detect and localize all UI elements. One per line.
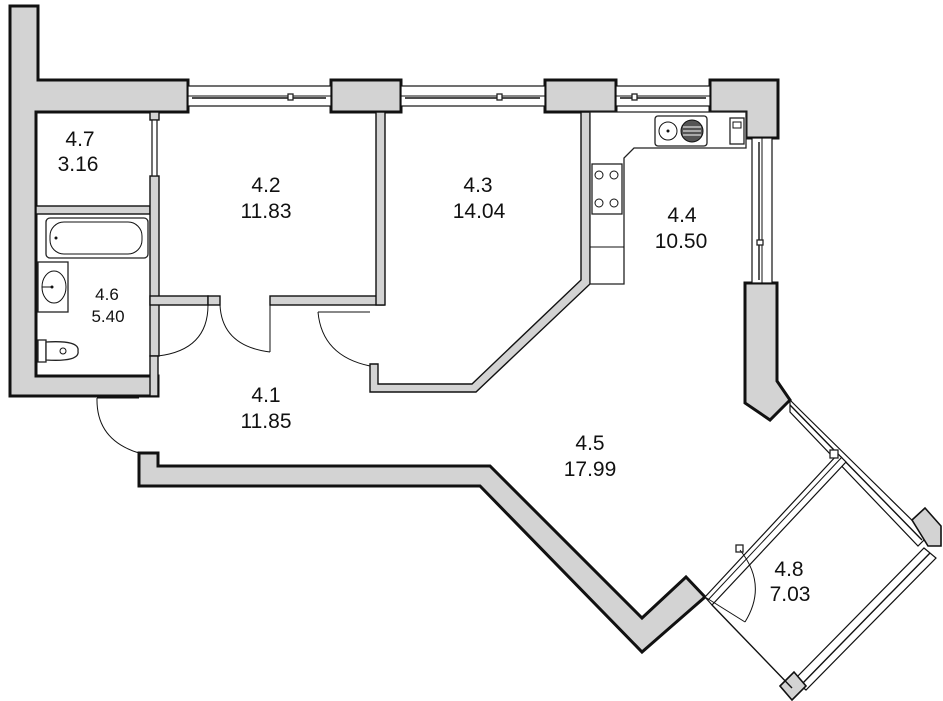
room-number-4-1: 4.1 <box>251 384 280 407</box>
room-label-4-1: 4.1 11.85 <box>241 384 292 433</box>
toilet-icon <box>37 339 79 363</box>
wall-south <box>137 451 708 655</box>
room-label-4-2: 4.2 11.83 <box>241 174 292 223</box>
wall-42-43 <box>375 111 386 306</box>
room-label-4-6: 4.6 5.40 <box>91 285 124 326</box>
stove-icon <box>591 163 623 215</box>
room-number-4-6: 4.6 <box>95 285 119 304</box>
wall-wc-bath <box>35 205 151 215</box>
wall-bedroom-42-bottom-left <box>207 295 221 306</box>
wall-east <box>743 281 792 422</box>
room-area-4-5: 17.99 <box>564 458 617 481</box>
wall-bath-corridor <box>149 355 159 397</box>
window-kitchen-side <box>751 137 773 284</box>
room-number-4-7: 4.7 <box>65 128 94 151</box>
washbasin-icon <box>37 261 69 313</box>
room-label-4-7: 4.7 3.16 <box>58 128 99 176</box>
room-area-4-7: 3.16 <box>58 153 99 176</box>
wall-43-kitchen <box>369 111 591 393</box>
room-label-4-3: 4.3 14.04 <box>453 174 506 223</box>
wall-pillar-top-right <box>543 78 618 114</box>
door-swings <box>96 119 371 454</box>
room-area-4-8: 7.03 <box>770 583 811 606</box>
window-kitchen-top <box>615 85 711 107</box>
room-number-4-2: 4.2 <box>251 174 280 197</box>
kitchen-sink-icon <box>654 115 708 147</box>
room-label-4-5: 4.5 17.99 <box>564 432 617 481</box>
room-area-4-2: 11.83 <box>241 200 292 223</box>
room-area-4-3: 14.04 <box>453 200 506 223</box>
wall-bath-bottom <box>149 295 209 306</box>
room-area-4-4: 10.50 <box>655 230 708 253</box>
wall-bedroom-42-bottom-right <box>269 295 385 306</box>
room-label-4-8: 4.8 7.03 <box>770 558 811 606</box>
window-bedroom-43 <box>400 85 546 107</box>
bathtub-icon <box>45 217 149 259</box>
room-number-4-5: 4.5 <box>575 432 604 455</box>
wall-bath-bedroom <box>149 111 160 121</box>
room-number-4-4: 4.4 <box>667 204 697 227</box>
wall-pillar-top-middle <box>329 78 403 114</box>
room-label-4-4: 4.4 10.50 <box>655 204 708 253</box>
kitchen-appliance-icon <box>729 117 745 145</box>
room-area-4-1: 11.85 <box>241 410 292 433</box>
room-area-4-6: 5.40 <box>91 307 124 326</box>
room-number-4-3: 4.3 <box>463 174 492 197</box>
wall-bath-bedroom-lower <box>149 175 160 357</box>
window-bedroom-42 <box>187 85 332 107</box>
room-number-4-8: 4.8 <box>774 558 803 581</box>
balcony-glazing <box>704 398 942 701</box>
wall-west <box>8 4 190 398</box>
